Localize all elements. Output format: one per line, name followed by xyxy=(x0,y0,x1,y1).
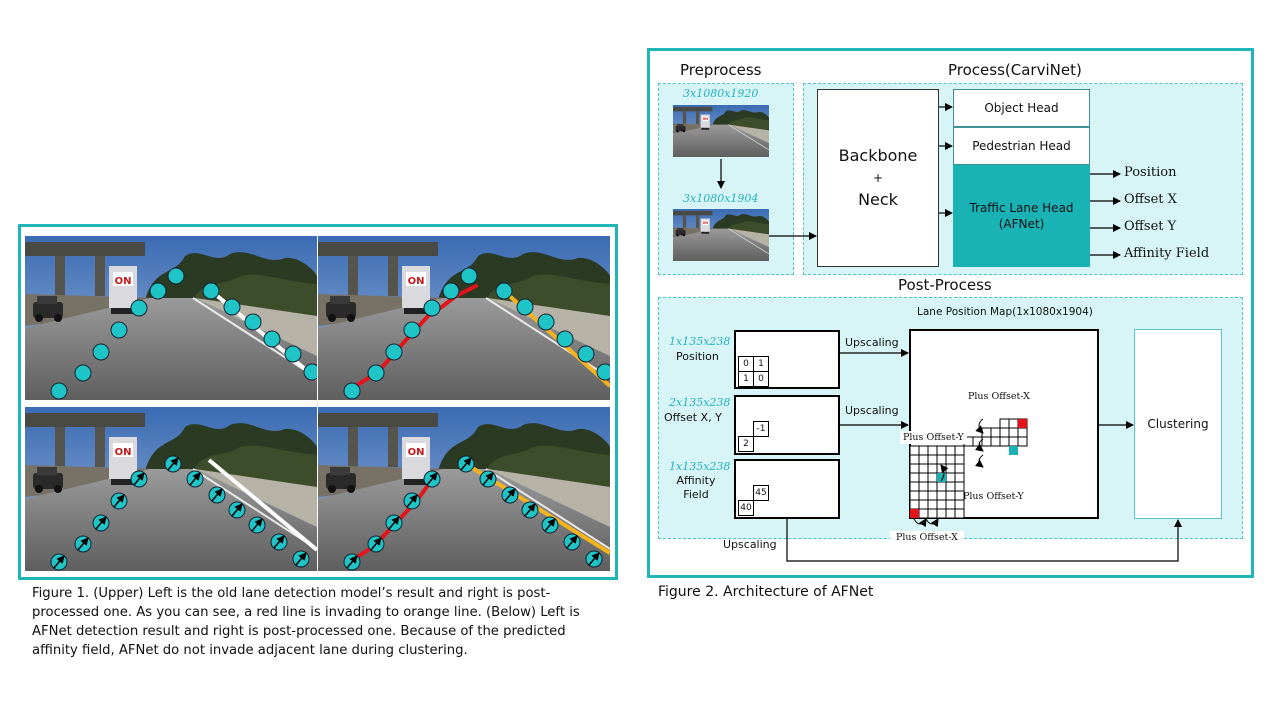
backbone-label: Backbone xyxy=(838,146,918,165)
plus-label: + xyxy=(872,171,884,185)
offset-x-label-bottom: Plus Offset-X xyxy=(890,531,964,544)
pos-cell-3: 1 xyxy=(738,371,754,387)
upscaling-label-1: Upscaling xyxy=(845,336,899,349)
svg-text:ON: ON xyxy=(115,447,132,458)
pos-dim: 1x135x238 xyxy=(669,335,731,348)
road-scene: ON xyxy=(673,105,769,157)
afnet-label: (AFNet) xyxy=(998,217,1045,231)
pos-cell-1: 0 xyxy=(738,356,754,372)
svg-text:ON: ON xyxy=(408,276,425,287)
svg-text:ON: ON xyxy=(702,117,708,121)
affinity-dim: 1x135x238 xyxy=(669,460,731,473)
road-scene: ON xyxy=(318,407,610,571)
figure2-caption: Figure 2. Architecture of AFNet xyxy=(658,584,874,600)
preprocess-dim-top: 3x1080x1920 xyxy=(683,87,759,100)
lane-grid-svg xyxy=(909,418,1028,519)
preprocess-title: Preprocess xyxy=(680,61,762,79)
lane-map-title: Lane Position Map(1x1080x1904) xyxy=(917,306,1093,318)
offset-y-label-bottom: Plus Offset-Y xyxy=(963,491,1024,502)
pos-label: Position xyxy=(676,350,719,363)
traffic-lane-head-box: Traffic Lane Head (AFNet) xyxy=(953,165,1090,267)
clustering-box: Clustering xyxy=(1134,329,1222,519)
affinity-cell-1: 45 xyxy=(753,485,769,501)
process-title: Process(CarviNet) xyxy=(948,61,1082,79)
offset-cell-2: 2 xyxy=(738,436,754,452)
svg-text:ON: ON xyxy=(702,221,708,225)
neck-label: Neck xyxy=(858,190,898,209)
photo-upper-right: ON xyxy=(318,236,610,400)
road-scene: ON xyxy=(673,209,769,261)
photo-lower-right: ON xyxy=(318,407,610,571)
preprocess-dim-bottom: 3x1080x1904 xyxy=(683,192,759,205)
offset-cell-1: -1 xyxy=(753,421,769,437)
backbone-neck-box: Backbone + Neck xyxy=(817,89,939,267)
output-offset-y: Offset Y xyxy=(1124,219,1177,234)
upscaling-label-2: Upscaling xyxy=(845,404,899,417)
output-offset-x: Offset X xyxy=(1124,192,1177,207)
pos-cell-4: 0 xyxy=(753,371,769,387)
object-head-box: Object Head xyxy=(953,89,1090,127)
upscaling-label-3: Upscaling xyxy=(723,538,777,551)
offset-y-label-left: Plus Offset-Y xyxy=(900,431,967,444)
lane-head-label: Traffic Lane Head xyxy=(969,201,1074,215)
affinity-cell-2: 40 xyxy=(738,500,754,516)
road-scene: ON xyxy=(25,236,317,400)
output-position: Position xyxy=(1124,165,1177,180)
output-affinity-field: Affinity Field xyxy=(1124,246,1210,261)
object-head-label: Object Head xyxy=(984,101,1059,115)
road-scene: ON xyxy=(25,407,317,571)
lane-grid xyxy=(908,417,1030,520)
affinity-label: Affinity Field xyxy=(676,474,716,501)
svg-text:ON: ON xyxy=(115,276,132,287)
pos-cell-2: 1 xyxy=(753,356,769,372)
preprocess-image-top: ON xyxy=(673,105,769,157)
svg-text:ON: ON xyxy=(408,447,425,458)
clustering-label: Clustering xyxy=(1147,417,1209,431)
figure1-caption: Figure 1. (Upper) Left is the old lane d… xyxy=(32,586,580,658)
road-scene: ON xyxy=(318,236,610,400)
figure1-frame: ON ON ON ON xyxy=(18,224,618,580)
photo-upper-left: ON xyxy=(25,236,317,400)
offset-dim: 2x135x238 xyxy=(669,396,731,409)
pedestrian-head-box: Pedestrian Head xyxy=(953,127,1090,165)
offset-label: Offset X, Y xyxy=(664,411,722,424)
pedestrian-head-label: Pedestrian Head xyxy=(972,139,1071,153)
figure2-frame: Preprocess 3x1080x1920 ON 3x1080x1904 ON… xyxy=(647,48,1254,578)
offset-x-label-top: Plus Offset-X xyxy=(968,391,1030,402)
postprocess-title: Post-Process xyxy=(898,276,992,294)
preprocess-image-bottom: ON xyxy=(673,209,769,261)
photo-lower-left: ON xyxy=(25,407,317,571)
